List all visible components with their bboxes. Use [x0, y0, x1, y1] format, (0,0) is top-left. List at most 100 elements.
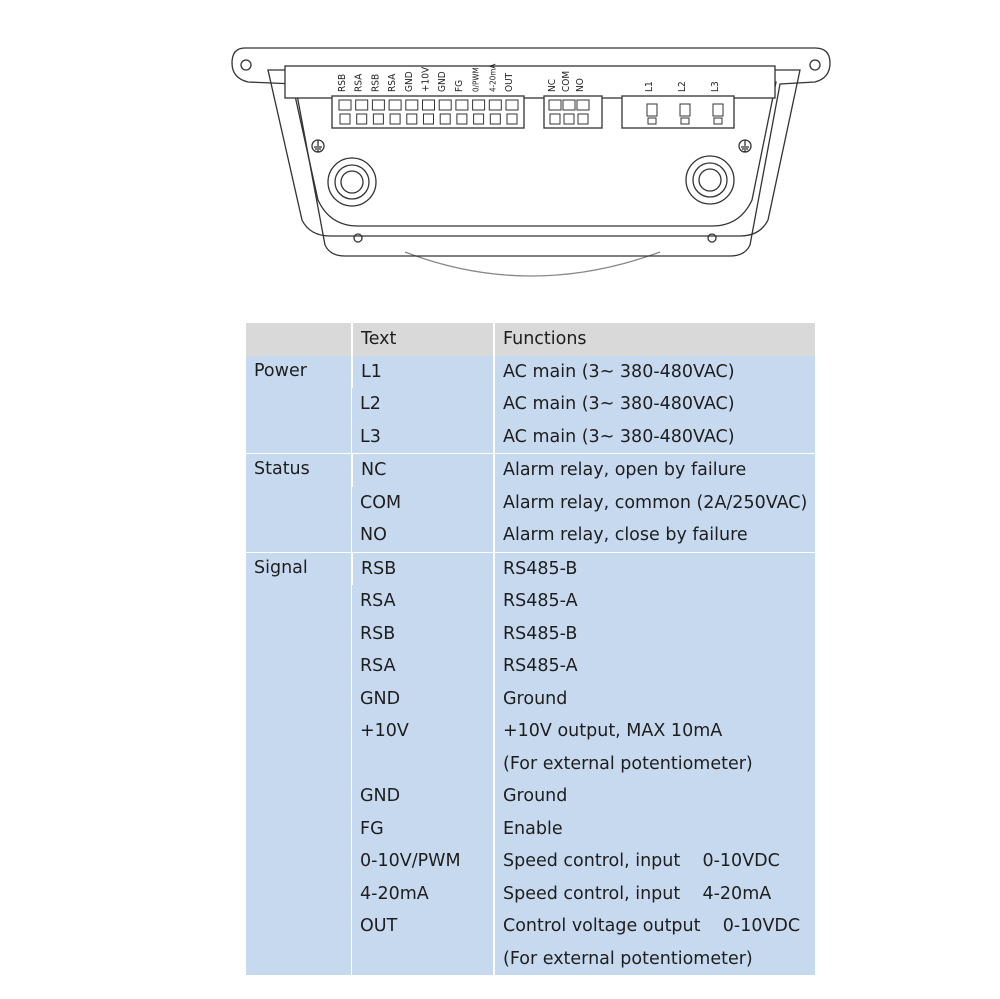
cell-text: RSA: [352, 650, 494, 683]
cell-text: NC: [351, 453, 494, 487]
terminal-pin: [388, 99, 402, 111]
terminal-pin: [405, 99, 419, 111]
cell-function: Enable: [492, 812, 816, 845]
terminal-label: GND: [404, 71, 415, 92]
header-text: Text: [351, 323, 494, 356]
signal-connector: [331, 95, 525, 129]
power-pin: [679, 103, 691, 117]
status-label: COM: [561, 71, 572, 92]
terminal-label: +10V: [421, 66, 432, 92]
power-label: L2: [677, 81, 688, 92]
terminal-screw: [439, 113, 451, 125]
table-row: +10V+10V output, MAX 10mA (For external …: [246, 715, 816, 780]
cell-function: RS485-A: [492, 585, 816, 618]
terminal-pin: [355, 99, 369, 111]
cell-function: Ground: [492, 780, 816, 813]
terminal-screw: [339, 113, 351, 125]
cell-text: NO: [352, 519, 494, 552]
cell-function: Speed control, input 4-20mA: [492, 877, 816, 910]
power-pin: [712, 103, 724, 117]
cell-text: RSA: [352, 585, 494, 618]
screw-left: [327, 157, 377, 207]
cell-function: Alarm relay, common (2A/250VAC): [492, 486, 816, 519]
terminal-strip: [284, 65, 776, 99]
power-pins: [646, 103, 724, 125]
status-connector: [543, 95, 603, 129]
terminal-screw: [356, 113, 368, 125]
status-pin: [562, 99, 576, 111]
mount-hole-bottom-right: [707, 233, 717, 243]
group-name: Status: [246, 453, 352, 552]
cell-function: Ground: [492, 682, 816, 715]
terminal-screw: [372, 113, 384, 125]
status-screw: [563, 113, 575, 125]
power-label: L1: [644, 81, 655, 92]
cell-text: RSB: [352, 617, 494, 650]
terminal-pin: [505, 99, 519, 111]
terminal-label: 4-20mA: [488, 64, 497, 92]
terminal-screw: [406, 113, 418, 125]
cell-function: RS485-B: [492, 551, 816, 585]
header-group: [246, 323, 352, 356]
cell-text: RSB: [351, 551, 494, 585]
cell-text: GND: [352, 682, 494, 715]
terminal-label: RSA: [354, 73, 365, 92]
cell-function: AC main (3~ 380-480VAC): [492, 420, 816, 454]
mount-hole-right: [809, 59, 821, 71]
ground-symbol-right: [738, 139, 752, 153]
terminal-screw: [489, 113, 501, 125]
cell-function: Alarm relay, open by failure: [492, 453, 816, 487]
cell-text: GND: [352, 780, 494, 813]
cell-text: OUT: [352, 910, 494, 975]
terminal-label: 0/PWM: [472, 67, 481, 92]
terminal-pin: [455, 99, 469, 111]
group-name: Power: [246, 355, 352, 454]
cell-function: Speed control, input 0-10VDC: [492, 845, 816, 878]
terminal-label: FG: [454, 80, 465, 92]
cell-text: 4-20mA: [352, 877, 494, 910]
terminal-pin: [338, 99, 352, 111]
cell-text: L3: [352, 420, 494, 454]
power-connector: [621, 95, 735, 129]
status-label: NC: [547, 79, 558, 92]
power-screw: [680, 117, 690, 125]
cell-function: +10V output, MAX 10mA (For external pote…: [492, 715, 816, 780]
terminal-pin: [488, 99, 502, 111]
status-screw: [549, 113, 561, 125]
header-functions: Functions: [492, 323, 816, 356]
screw-right: [685, 155, 735, 205]
housing-arc: [404, 251, 661, 277]
power-screw: [647, 117, 657, 125]
outer-flange: [231, 47, 831, 257]
cell-text: +10V: [352, 715, 494, 780]
terminal-pin: [438, 99, 452, 111]
terminal-screw: [456, 113, 468, 125]
status-label: NO: [575, 78, 586, 92]
cell-text: L1: [351, 355, 494, 388]
cell-function: RS485-A: [492, 650, 816, 683]
terminal-pin: [472, 99, 486, 111]
signal-pins: [338, 99, 519, 125]
mount-hole-bottom-left: [353, 233, 363, 243]
terminal-screw: [506, 113, 518, 125]
terminal-screw: [473, 113, 485, 125]
terminal-label: GND: [437, 71, 448, 92]
power-screw: [713, 117, 723, 125]
terminal-label: RSA: [387, 73, 398, 92]
